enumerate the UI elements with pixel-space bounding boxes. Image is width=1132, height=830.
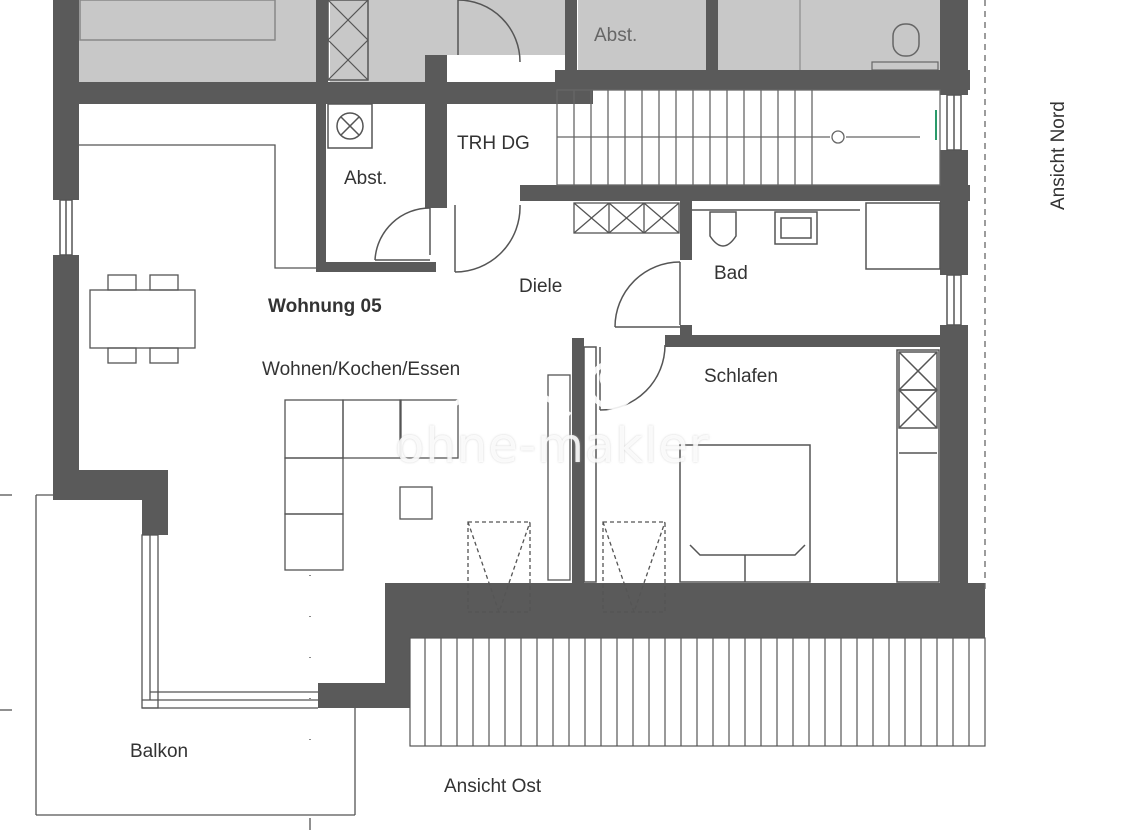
- room-label-abst: Abst.: [344, 168, 388, 189]
- watermark-house-icon: [438, 360, 637, 420]
- watermark: ohne-makler: [395, 418, 710, 474]
- walls: [53, 0, 985, 708]
- apartment-label: Wohnung 05: [268, 296, 382, 317]
- room-label-wohnen: Wohnen/Kochen/Essen: [262, 359, 461, 380]
- bath-fixtures: [614, 202, 941, 328]
- room-label-diele: Diele: [519, 276, 563, 297]
- room-label-trh: TRH DG: [457, 133, 530, 154]
- abst-fixtures: [327, 103, 431, 261]
- living-furniture: [79, 144, 571, 581]
- view-label-ost: Ansicht Ost: [444, 776, 542, 797]
- view-label-nord: Ansicht Nord: [1048, 101, 1069, 210]
- skylights: [467, 521, 666, 614]
- roof-hatching: [409, 637, 986, 747]
- diele-cabinets: [573, 202, 680, 234]
- windows: [59, 94, 962, 326]
- room-label-schlafen: Schlafen: [704, 366, 778, 387]
- room-label-abst-top: Abst.: [594, 25, 638, 46]
- balcony: [0, 494, 356, 830]
- staircase: [556, 89, 941, 186]
- room-label-balkon: Balkon: [130, 741, 189, 762]
- trh-door: [454, 204, 521, 273]
- bedroom-fixtures: [583, 344, 940, 583]
- neighbor-area: [78, 0, 940, 82]
- room-label-bad: Bad: [714, 263, 748, 284]
